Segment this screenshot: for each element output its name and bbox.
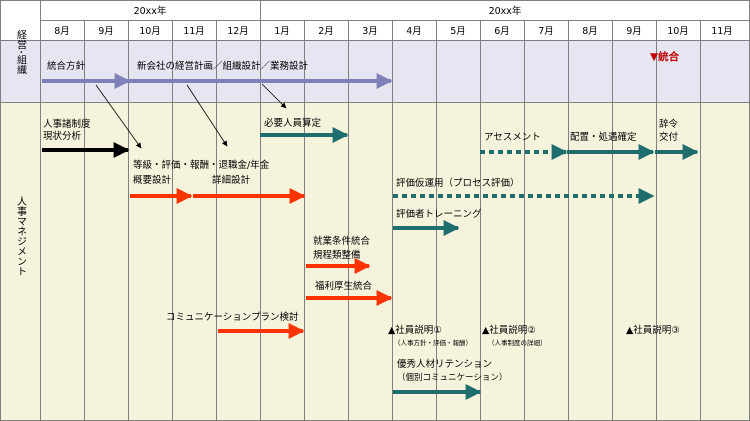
- briefing-1-label: ▲社員説明①: [388, 324, 442, 336]
- retention-label-1: 優秀人材リテンション: [397, 358, 492, 370]
- hr-analysis-label-2: 現状分析: [43, 130, 82, 142]
- eval-trial-label: 評価仮運用（プロセス評価）: [396, 177, 520, 189]
- month-label: 10月: [139, 26, 161, 37]
- briefing-1-sub: （人事方針・評価・報酬）: [394, 338, 472, 347]
- month-label: 11月: [183, 26, 205, 37]
- month-label: 3月: [362, 26, 378, 37]
- grade-label: 等級・評価・報酬・退職金/年金: [133, 159, 270, 171]
- dependency-arrow-1: [95, 84, 142, 149]
- month-label: 11月: [711, 26, 733, 37]
- month-labels: 8月 9月 10月 11月 12月 1月 2月 3月 4月 5月 6月 7月 8月 9月 10月 11月: [54, 26, 733, 37]
- rules-label-1: 就業条件統合: [313, 235, 371, 247]
- month-label: 7月: [538, 26, 554, 37]
- rules-label-2: 規程類整備: [313, 249, 361, 261]
- month-label: 4月: [406, 26, 422, 37]
- year-label-1: 20xx年: [134, 5, 167, 17]
- integration-plan-label: 統合方針: [47, 60, 86, 72]
- comm-plan-label: コミュニケーションプラン検討: [166, 311, 299, 323]
- retention-label-2: （個別コミュニケーション）: [397, 372, 507, 383]
- month-label: 12月: [227, 26, 249, 37]
- month-label: 9月: [98, 26, 114, 37]
- hr-analysis-label-1: 人事諸制度: [43, 118, 91, 130]
- month-label: 10月: [667, 26, 689, 37]
- month-label: 9月: [626, 26, 642, 37]
- month-label: 6月: [494, 26, 510, 37]
- appointment-label-1: 辞令: [659, 118, 679, 130]
- new-company-plan-label: 新会社の経営計画／組織設計／業務設計: [137, 60, 309, 72]
- year-label-2: 20xx年: [489, 5, 522, 17]
- month-label: 8月: [582, 26, 598, 37]
- appointment-label-2: 交付: [659, 131, 679, 143]
- integration-marker: ▼統合: [650, 50, 680, 63]
- briefing-2-sub: （人事制度の詳細）: [488, 338, 547, 347]
- month-label: 8月: [54, 26, 70, 37]
- org-band: [0, 40, 750, 102]
- section-label-org: 経営･組織: [15, 28, 27, 74]
- month-label: 5月: [450, 26, 466, 37]
- grade-overview-label: 概要設計: [133, 174, 172, 186]
- assessment-label: アセスメント: [484, 132, 541, 143]
- evaluator-training-label: 評価者トレーニング: [396, 208, 482, 220]
- section-label-hr: 人事マネジメント: [15, 196, 27, 276]
- dependency-arrow-2: [186, 84, 228, 147]
- briefing-2-label: ▲社員説明②: [482, 324, 536, 336]
- month-grid: [84, 20, 701, 421]
- dependency-arrow-3: [261, 83, 287, 109]
- placement-label: 配置・処遇確定: [570, 131, 637, 143]
- welfare-label: 福利厚生統合: [315, 280, 373, 292]
- headcount-label: 必要人員算定: [264, 117, 322, 129]
- month-label: 2月: [318, 26, 334, 37]
- month-label: 1月: [274, 26, 290, 37]
- briefing-3-label: ▲社員説明③: [626, 324, 680, 336]
- grade-detail-label: 詳細設計: [212, 174, 251, 186]
